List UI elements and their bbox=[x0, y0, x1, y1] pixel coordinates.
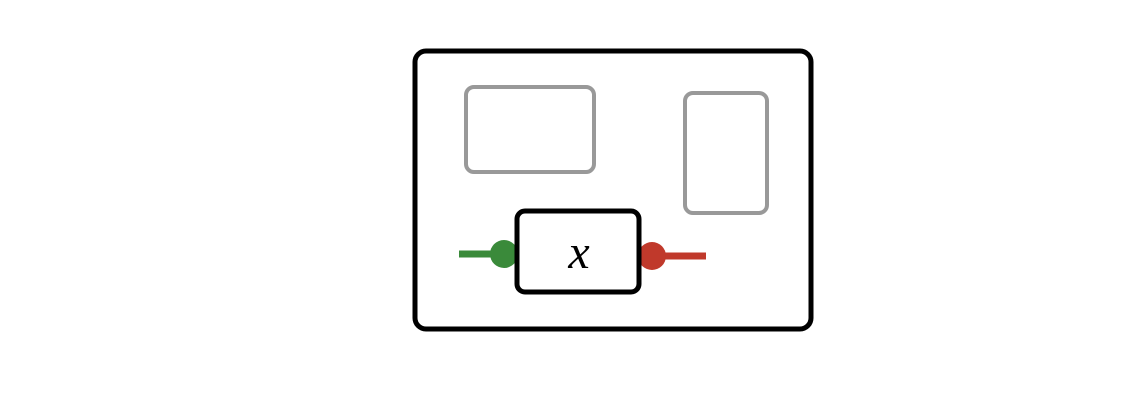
output-port[interactable] bbox=[638, 242, 666, 270]
placeholder-box-tall bbox=[683, 91, 769, 215]
node-box[interactable] bbox=[514, 208, 642, 295]
input-port[interactable] bbox=[490, 240, 518, 268]
placeholder-box-wide bbox=[464, 85, 596, 174]
node-label: x bbox=[567, 226, 589, 279]
